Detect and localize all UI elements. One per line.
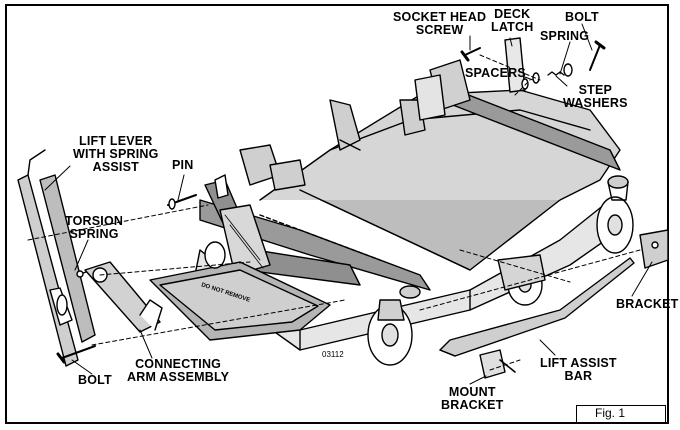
label-mount-bracket-line1: MOUNT [448,385,496,399]
label-pin: PIN [172,159,193,172]
label-pin-text: PIN [172,158,194,172]
bolt-top [589,44,601,71]
label-bolt-bottom: BOLT [78,374,112,387]
label-lift-assist-bar-line1: LIFT ASSIST [540,356,617,370]
label-bolt-top-text: BOLT [565,10,599,24]
deck-latch [504,37,526,93]
label-torsion-spring-line2: SPRING [69,227,119,241]
label-lift-lever-line1: LIFT LEVER [79,134,153,148]
socket-head-screw [464,47,481,56]
label-lift-assist-bar-line2: BAR [564,369,593,383]
label-step-washers-line2: WASHERS [563,96,628,110]
label-torsion-spring: TORSION SPRING [65,215,123,241]
drawing-code: 03112 [322,350,344,359]
label-bracket: BRACKET [616,298,679,311]
label-spacers: SPACERS [465,67,526,80]
figure-number: Fig. 1 [595,406,626,420]
label-deck-latch-line1: DECK [494,7,531,21]
label-socket-head-screw: SOCKET HEAD SCREW [393,11,486,37]
label-socket-head-screw-line2: SCREW [415,23,464,37]
label-step-washers: STEP WASHERS [563,84,628,110]
label-mount-bracket-line2: BRACKET [441,398,504,412]
figure-border [5,4,669,424]
label-torsion-spring-line1: TORSION [65,214,124,228]
label-socket-head-screw-line1: SOCKET HEAD [393,10,487,24]
label-lift-lever-line2: WITH SPRING [73,147,159,161]
label-lift-lever: LIFT LEVER WITH SPRING ASSIST [73,135,159,174]
label-deck-latch: DECK LATCH [491,8,533,34]
label-spring: SPRING [540,30,589,43]
label-spacers-text: SPACERS [465,66,526,80]
label-bolt-bottom-text: BOLT [78,373,112,387]
label-lift-lever-line3: ASSIST [92,160,139,174]
figure-number-box: Fig. 1 [576,405,666,423]
label-deck-latch-line2: LATCH [491,20,534,34]
label-mount-bracket: MOUNT BRACKET [441,386,504,412]
label-connecting-arm-line1: CONNECTING [135,357,222,371]
mount-bracket [479,349,506,379]
label-step-washers-line1: STEP [578,83,613,97]
label-bracket-text: BRACKET [616,297,679,311]
spring-coil [547,71,565,76]
label-spring-text: SPRING [540,29,590,43]
bracket-right [639,229,669,269]
bolt-bottom [61,345,96,359]
lift-assist-bar [439,257,635,357]
label-lift-assist-bar: LIFT ASSIST BAR [540,357,617,383]
label-connecting-arm-line2: ARM ASSEMBLY [127,370,230,384]
label-connecting-arm: CONNECTING ARM ASSEMBLY [127,358,229,384]
label-bolt-top: BOLT [565,11,599,24]
